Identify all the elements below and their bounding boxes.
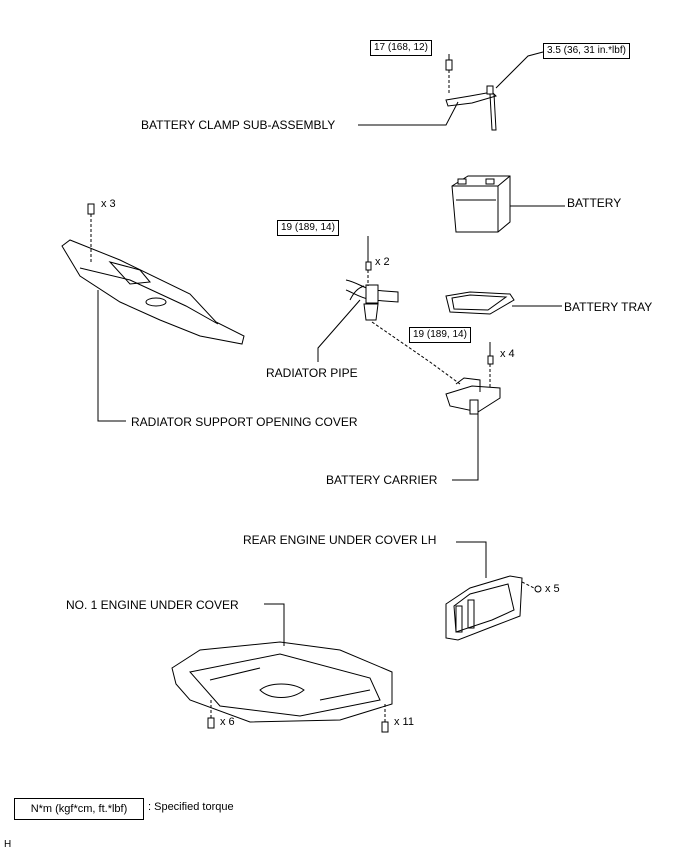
battery-clamp-part [445, 59, 497, 131]
radiator-pipe-part [345, 261, 399, 321]
label-radiator-pipe: RADIATOR PIPE [266, 366, 358, 380]
figure-id: H [4, 839, 12, 850]
qty-carrier-bolt: x 4 [500, 348, 515, 360]
torque-box-clamp-bolt: 17 (168, 12) [370, 40, 432, 56]
label-radiator-support-cover: RADIATOR SUPPORT OPENING COVER [131, 415, 358, 429]
label-no1-engine-under-cover: NO. 1 ENGINE UNDER COVER [66, 598, 239, 612]
rear-engine-under-cover-part [445, 575, 542, 641]
legend-unit-box: N*m (kgf*cm, ft.*lbf) [14, 798, 144, 820]
battery-carrier-part [445, 355, 501, 415]
torque-box-carrier-bolt: 19 (189, 14) [409, 327, 471, 343]
no1-engine-under-cover-part [171, 641, 393, 733]
legend-description: : Specified torque [148, 801, 234, 813]
label-battery-clamp: BATTERY CLAMP SUB-ASSEMBLY [141, 118, 336, 132]
qty-under-cover-bolt: x 6 [220, 716, 235, 728]
torque-box-clamp-nut: 3.5 (36, 31 in.*lbf) [543, 43, 630, 59]
battery-tray-part [445, 291, 515, 315]
qty-under-cover-clip: x 11 [394, 716, 414, 728]
torque-box-pipe-bolt: 19 (189, 14) [277, 220, 339, 236]
label-battery: BATTERY [567, 196, 622, 210]
label-rear-engine-under-cover: REAR ENGINE UNDER COVER LH [243, 533, 437, 547]
label-battery-tray: BATTERY TRAY [564, 300, 653, 314]
qty-pipe-bolt: x 2 [375, 256, 390, 268]
qty-cover-clip: x 3 [101, 198, 116, 210]
radiator-support-cover-part [61, 203, 245, 345]
battery-part [451, 175, 511, 233]
qty-rear-cover-fastener: x 5 [545, 583, 560, 595]
label-battery-carrier: BATTERY CARRIER [326, 473, 438, 487]
